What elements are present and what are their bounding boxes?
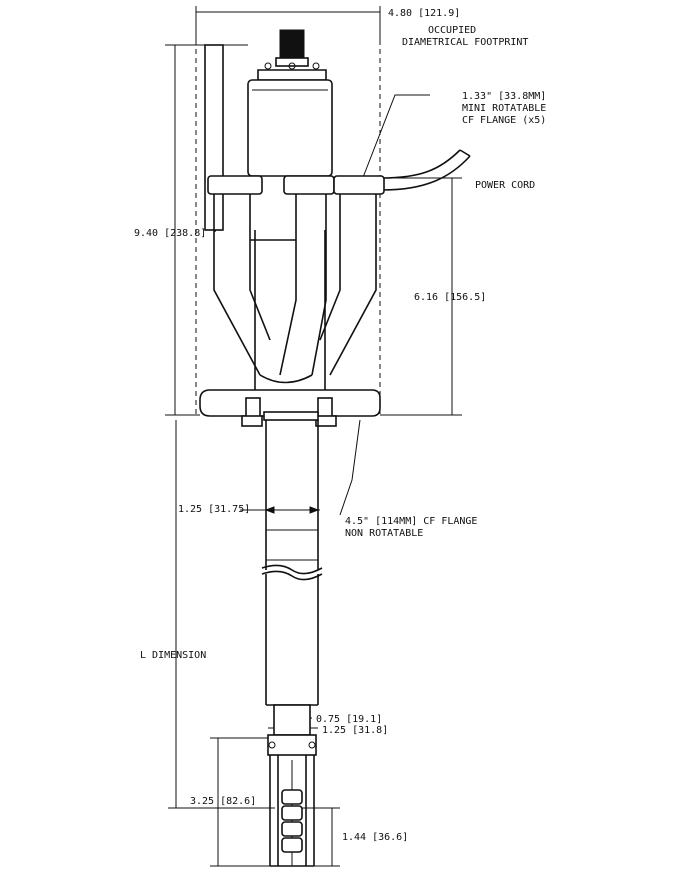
mini-flange-label-3: CF FLANGE (x5) bbox=[462, 115, 546, 126]
footprint-label-1: OCCUPIED bbox=[428, 25, 476, 36]
mini-flange-label-1: 1.33" [33.8MM] bbox=[462, 91, 546, 102]
main-flange-label-2: NON ROTATABLE bbox=[345, 528, 423, 539]
main-flange bbox=[199, 389, 381, 427]
mini-flanges bbox=[207, 175, 385, 195]
width-dimension: 4.80 [121.9] bbox=[388, 8, 460, 19]
total-height-dimension: 9.40 [238.8] bbox=[134, 228, 206, 239]
footprint-label-2: DIAMETRICAL FOOTPRINT bbox=[402, 37, 528, 48]
upper-height-dimension: 6.16 [156.5] bbox=[414, 292, 486, 303]
l-dimension-label: L DIMENSION bbox=[140, 650, 206, 661]
dim-144: 1.44 [36.6] bbox=[342, 832, 408, 843]
dim-125b: 1.25 [31.8] bbox=[322, 725, 388, 736]
dim-325: 3.25 [82.6] bbox=[190, 796, 256, 807]
main-flange-label-1: 4.5" [114MM] CF FLANGE bbox=[345, 516, 477, 527]
power-cord-label: POWER CORD bbox=[475, 180, 535, 191]
tube-diameter-dimension: 1.25 [31.75] bbox=[178, 504, 250, 515]
port-tubes bbox=[213, 194, 377, 390]
power-cord bbox=[381, 149, 471, 191]
long-tube bbox=[261, 420, 323, 706]
dim-075: 0.75 [19.1] bbox=[316, 714, 382, 725]
mini-flange-label-2: MINI ROTATABLE bbox=[462, 103, 546, 114]
tip-assembly bbox=[267, 704, 317, 867]
motor-assembly bbox=[204, 29, 333, 231]
